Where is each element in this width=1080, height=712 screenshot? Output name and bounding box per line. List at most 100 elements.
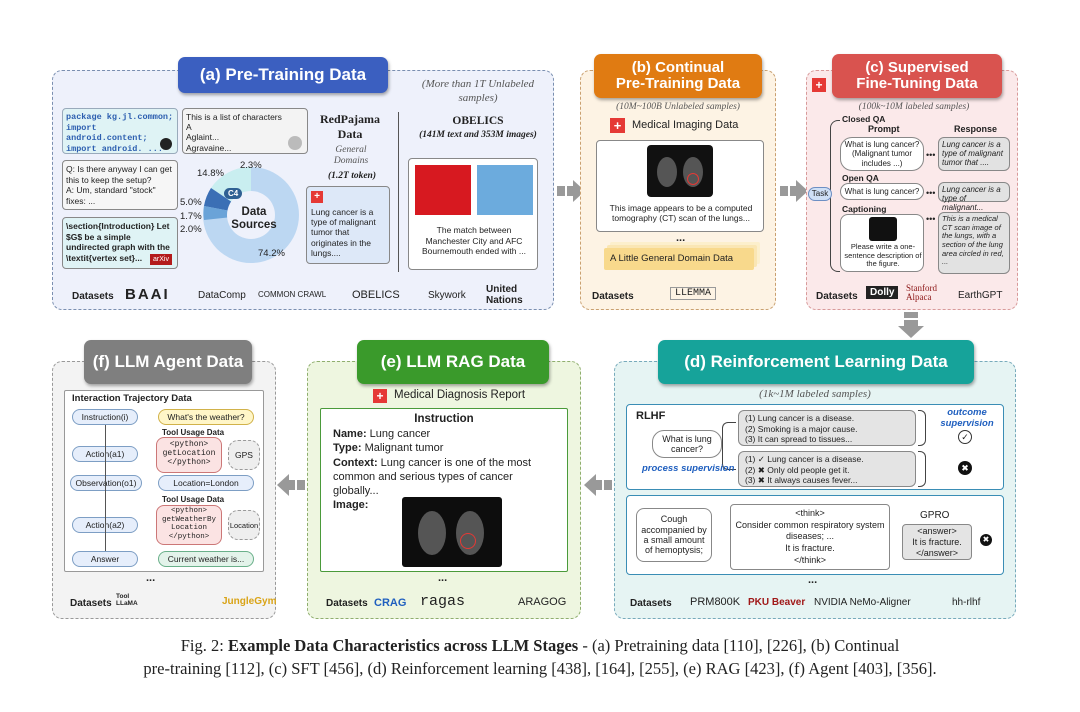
rag-context-value: Lung cancer is one of the most common an… [333, 456, 532, 498]
process-bracket [918, 451, 926, 487]
panel-c-sub: (100k~10M labeled samples) [858, 102, 970, 112]
panel-b-datasets-label: Datasets [592, 291, 634, 302]
panel-b-title: (b) Continual Pre-Training Data [594, 54, 762, 98]
wikipedia-icon [288, 136, 302, 150]
rag-name-key: Name: [333, 427, 367, 440]
get-location-fn: getLocation [162, 449, 216, 459]
man-city-logo [477, 165, 533, 215]
code-line-3: import android. ... [66, 143, 163, 154]
swiss-cross-icon-c: + [812, 78, 826, 92]
swiss-cross-icon-b: + [610, 118, 625, 133]
think-body: Consider common respiratory system disea… [735, 519, 885, 542]
ragas-logo: ragas [420, 593, 466, 610]
process-step-3: (3) ✖ It always causes fever... [745, 475, 858, 486]
qa-answer: A: Um, standard "stock" fixes: ... [66, 185, 156, 206]
crag-logo: CRAG [374, 597, 407, 609]
medical-pretrain-snippet: + Lung cancer is a type of malignant tum… [306, 186, 390, 264]
closed-prompt: What is lung cancer? (Malignant tumor in… [840, 137, 924, 171]
get-location-tool: <python> getLocation </python> [156, 437, 222, 473]
figure-caption: Fig. 2: Example Data Characteristics acr… [0, 634, 1080, 680]
open-dots: ••• [926, 188, 936, 198]
panel-e-datasets-label: Datasets [326, 598, 368, 609]
rag-type-row: Type: Malignant tumor [333, 441, 555, 455]
datacomp-logo: DataComp [198, 290, 246, 301]
caption-prompt-card: Please write a one-sentence description … [840, 214, 924, 272]
caption-prefix: Fig. 2: [180, 636, 228, 655]
obelics-title: OBELICS [452, 115, 504, 127]
panel-a-title: (a) Pre-Training Data [178, 57, 388, 93]
lung-text: Lung cancer is a type of malignant tumor… [311, 207, 376, 258]
captioning-label: Captioning [842, 204, 887, 214]
wiki-name-1: A [186, 122, 192, 133]
task-label: Task [808, 187, 832, 201]
python-open-2: <python> [170, 507, 207, 515]
arxiv-icon: arXiv [150, 254, 172, 265]
rag-image-key: Image: [333, 499, 369, 512]
closed-qa-label: Closed QA [842, 114, 886, 124]
pie-label-4: 1.7% [180, 211, 202, 222]
rag-context-row: Context: Lung cancer is one of the most … [333, 456, 555, 499]
python-close-1: </python> [167, 458, 211, 468]
get-weather-tool: <python> getWeatherBy Location </python> [156, 505, 222, 545]
github-icon [160, 138, 172, 150]
panel-d-sub: (1k~1M labeled samples) [759, 388, 871, 400]
rl-branch [722, 422, 736, 470]
outcome-check-icon: ✓ [958, 430, 972, 444]
rag-type-value: Malignant tumor [361, 442, 444, 455]
un-logo: United Nations [486, 284, 523, 306]
open-response: Lung cancer is a type of malignant... [938, 182, 1010, 212]
hh-rlhf-logo: hh-rlhf [952, 597, 981, 608]
panel-b-title-2: Pre-Training Data [615, 75, 741, 92]
wiki-snippet: This is a list of characters A Aglaint..… [182, 108, 308, 154]
aragog-logo: ARAGOG [518, 596, 567, 608]
caption-bold: Example Data Characteristics across LLM … [227, 636, 579, 655]
panel-f-ellipsis: ... [146, 572, 156, 584]
closed-dots: ••• [926, 150, 936, 160]
answer-close: </answer> [915, 547, 959, 558]
panel-a-datasets-label: Datasets [72, 291, 114, 302]
code-line-2: import android.content; [66, 122, 148, 144]
panel-e-ellipsis: ... [438, 572, 448, 584]
location-result: Location=London [158, 475, 254, 491]
match-snippet: The match between Manchester City and AF… [408, 158, 538, 270]
tool-usage-label-1: Tool Usage Data [162, 428, 225, 437]
outcome-step-1: (1) Lung cancer is a disease. [745, 413, 855, 423]
think-close: </think> [793, 554, 827, 565]
panel-b-title-1: (b) Continual [631, 58, 725, 76]
think-box: <think> Consider common respiratory syst… [730, 504, 890, 570]
panel-b-ellipsis: ... [676, 232, 686, 244]
caption-prompt: Please write a one-sentence description … [844, 242, 922, 269]
closed-response: Lung cancer is a type of malignant tumor… [938, 137, 1010, 171]
outcome-label: outcome supervision [940, 407, 994, 429]
process-step-1: (1) ✓ Lung cancer is a disease. [745, 454, 864, 464]
rag-instruction-title: Instruction [414, 413, 474, 425]
outcome-bracket [918, 410, 926, 446]
caption-rest: - (a) Pretraining data [110], [226], (b)… [578, 636, 900, 655]
redpajama-sub: General Domains [333, 145, 369, 167]
grpo-label: GPRO [920, 510, 950, 521]
python-open-1: <python> [169, 440, 209, 449]
panel-c-title-1: (c) Supervised [865, 58, 969, 76]
medical-report-label: Medical Diagnosis Report [394, 389, 526, 401]
nemo-aligner-logo: NVIDIA NeMo-Aligner [814, 597, 911, 608]
think-open: <think> [795, 508, 825, 518]
obelics-logo: OBELICS [352, 289, 400, 301]
more-than-label: (More than 1T Unlabeled samples) [421, 78, 535, 104]
observation-node: Observation(o1) [70, 475, 142, 491]
earthgpt-logo: EarthGPT [958, 290, 1003, 301]
match-text: The match between Manchester City and AF… [422, 225, 526, 257]
panel-d-ellipsis: ... [808, 574, 818, 586]
outcome-step-3: (3) It can spread to tissues... [745, 434, 853, 445]
rag-ct-image [402, 497, 502, 567]
prompt-header: Prompt [868, 124, 900, 134]
answer-node: Answer [72, 551, 138, 567]
flow-spine [105, 425, 106, 551]
process-step-2: (2) ✖ Only old people get it. [745, 464, 850, 475]
panel-a-divider [398, 112, 399, 272]
panel-d-datasets-label: Datasets [630, 598, 672, 609]
response-header: Response [954, 124, 998, 134]
bournemouth-logo [415, 165, 471, 215]
panel-f-datasets-label: Datasets [70, 598, 112, 609]
symptom-box: Cough accompanied by a small amount of h… [636, 508, 712, 562]
